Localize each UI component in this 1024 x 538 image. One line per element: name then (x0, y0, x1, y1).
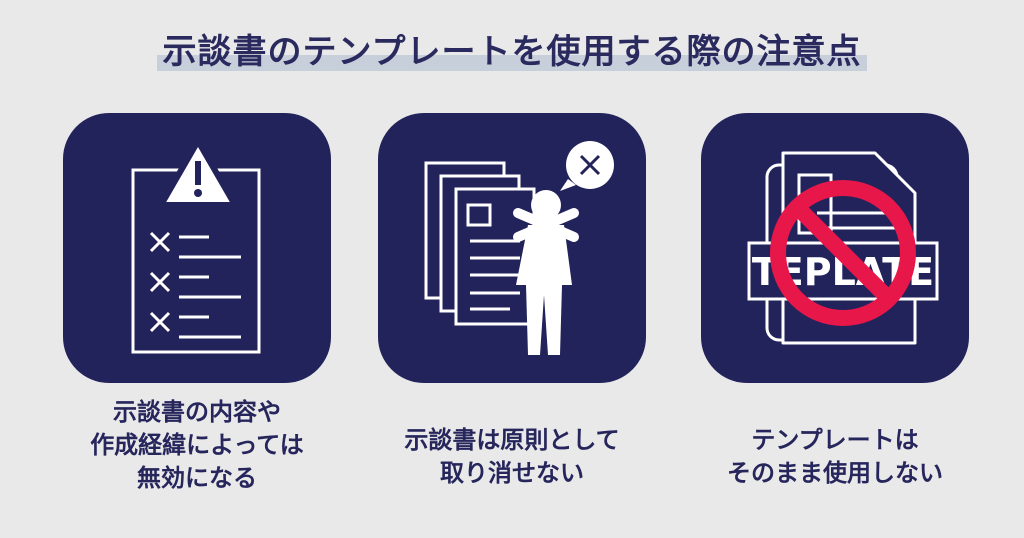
checklist-warning-icon (131, 138, 261, 354)
label-line: 無効になる (137, 464, 257, 492)
label-line: 示談書の内容や (113, 398, 281, 426)
card-irrevocable-label: 示談書は原則として 取り消せない (352, 424, 672, 490)
card-template-label: テンプレートは そのまま使用しない (675, 424, 995, 490)
card-invalid-label: 示談書の内容や 作成経緯によっては 無効になる (37, 396, 357, 495)
label-line: そのまま使用しない (727, 459, 943, 487)
person-crossed-arms-documents-icon (424, 141, 614, 355)
card-invalid (63, 113, 331, 383)
label-line: テンプレートは (751, 426, 919, 454)
label-line: 取り消せない (440, 459, 584, 487)
label-line: 作成経緯によっては (90, 431, 304, 459)
card-irrevocable (378, 113, 646, 383)
template-prohibited-icon: TEPLATE (747, 151, 939, 345)
page-title: 示談書のテンプレートを使用する際の注意点 (156, 24, 868, 73)
card-template: TEPLATE (701, 113, 969, 383)
label-line: 示談書は原則として (404, 426, 620, 454)
